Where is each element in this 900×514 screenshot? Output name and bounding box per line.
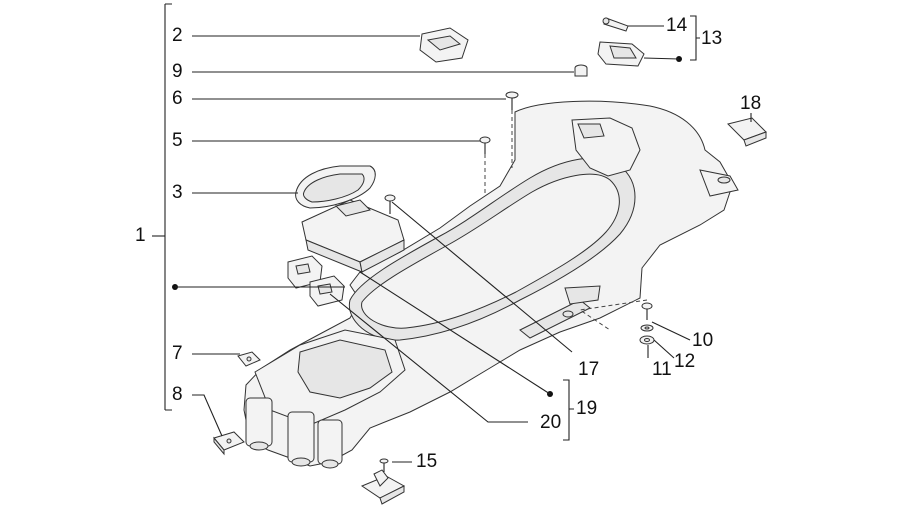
storage-lid bbox=[301, 199, 405, 273]
callout-3: 3 bbox=[172, 182, 183, 203]
part-7-clip bbox=[237, 351, 261, 367]
part-17-screw bbox=[384, 194, 396, 214]
callout-20: 20 bbox=[540, 412, 562, 433]
callout-10: 10 bbox=[692, 330, 714, 351]
part-14-pin bbox=[602, 17, 629, 32]
callout-9: 9 bbox=[172, 61, 183, 82]
callout-7: 7 bbox=[172, 343, 183, 364]
part-8-clip bbox=[213, 431, 245, 456]
callout-8: 8 bbox=[172, 384, 183, 405]
part-18-cap bbox=[727, 117, 767, 147]
callout-15: 15 bbox=[416, 451, 438, 472]
callout-5: 5 bbox=[172, 130, 183, 151]
callout-2: 2 bbox=[172, 25, 183, 46]
callout-1: 1 bbox=[135, 225, 146, 246]
part-6-screw bbox=[505, 91, 519, 110]
callout-12: 12 bbox=[674, 351, 696, 372]
callout-19: 19 bbox=[576, 398, 598, 419]
callout-13: 13 bbox=[701, 28, 723, 49]
callout-18: 18 bbox=[740, 93, 762, 114]
helmet-compartment-body bbox=[243, 100, 739, 469]
part-15-bracket bbox=[360, 458, 406, 505]
callout-11: 11 bbox=[652, 359, 672, 380]
part-3-cover bbox=[295, 165, 376, 209]
part-2-tray bbox=[419, 27, 469, 63]
callout-14: 14 bbox=[666, 15, 688, 36]
callout-6: 6 bbox=[172, 88, 183, 109]
part-9-bushing bbox=[574, 64, 588, 77]
callout-17: 17 bbox=[578, 359, 600, 380]
leader-lines bbox=[152, 3, 752, 463]
parts-10-11-12-screw-washers bbox=[639, 302, 655, 345]
part-5-screw bbox=[479, 136, 491, 154]
part-13-latch bbox=[597, 41, 645, 67]
